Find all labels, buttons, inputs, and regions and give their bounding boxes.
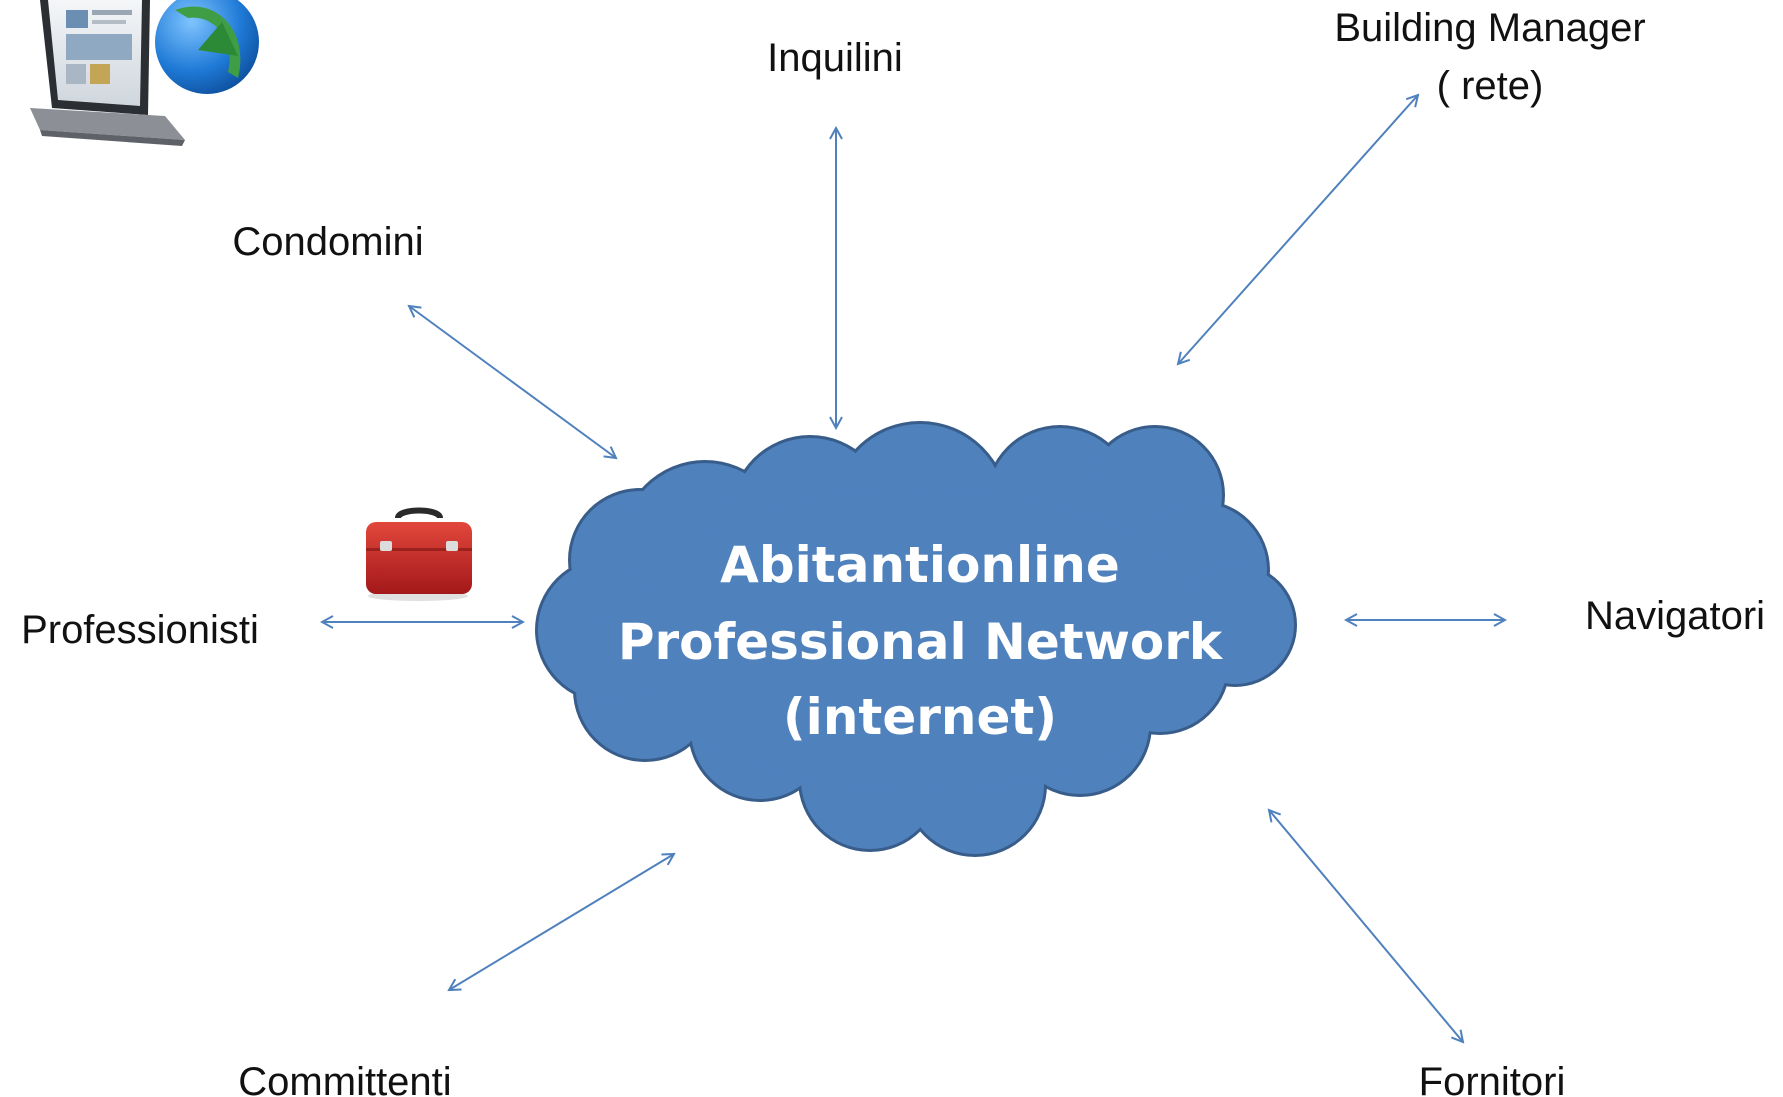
- label-inquilini: Inquilini: [767, 36, 903, 80]
- node-labels: Inquilini Building Manager ( rete) Condo…: [21, 6, 1765, 1097]
- arrow-building-manager: [1178, 95, 1418, 364]
- arrow-committenti: [449, 854, 674, 990]
- label-committenti: Committenti: [238, 1060, 451, 1097]
- connector-arrows: [322, 95, 1505, 1042]
- label-navigatori: Navigatori: [1585, 594, 1765, 638]
- laptop-globe-logo-icon: [30, 0, 259, 146]
- label-fornitori: Fornitori: [1419, 1060, 1566, 1097]
- label-condomini: Condomini: [232, 220, 423, 264]
- label-building-manager-line1: Building Manager: [1334, 6, 1645, 50]
- cloud-fill: [538, 424, 1294, 854]
- cloud-title-line1: Abitantionline: [720, 536, 1120, 594]
- network-cloud: Abitantionline Professional Network (int…: [535, 421, 1297, 857]
- arrow-condomini: [409, 306, 616, 458]
- cloud-title-line2: Professional Network: [618, 613, 1224, 671]
- cloud-title-line3: (internet): [783, 688, 1057, 746]
- arrow-fornitori: [1269, 810, 1463, 1042]
- label-professionisti: Professionisti: [21, 608, 259, 652]
- label-building-manager-line2: ( rete): [1437, 64, 1544, 108]
- toolbox-icon: [366, 507, 472, 601]
